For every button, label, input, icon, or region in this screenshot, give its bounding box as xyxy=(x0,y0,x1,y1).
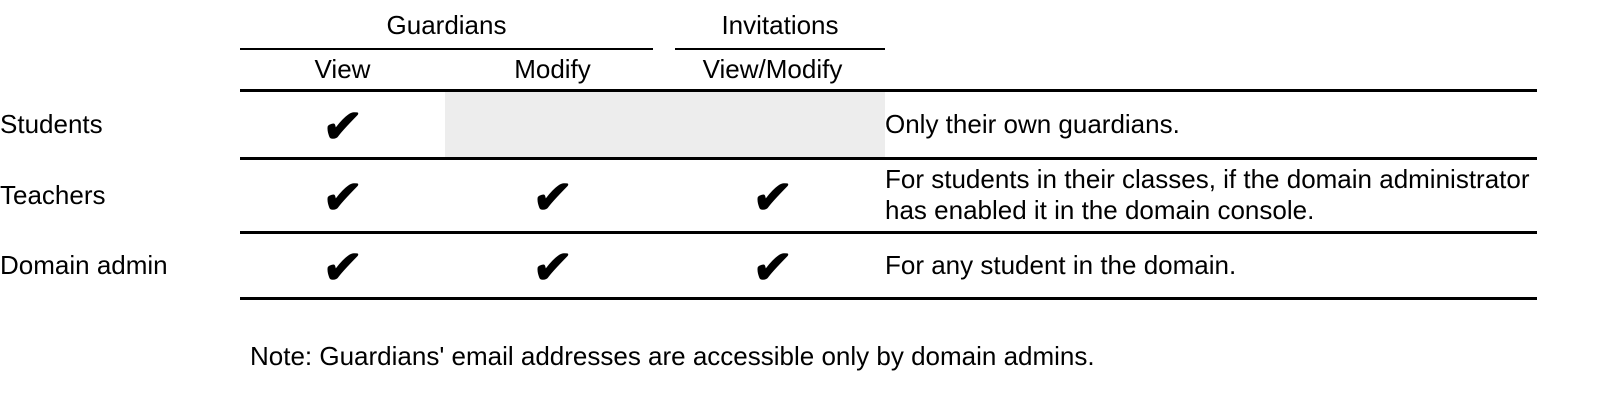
check-icon: ✔ xyxy=(530,241,575,293)
column-header-view: View xyxy=(240,50,445,92)
column-group-invitations: Invitations xyxy=(660,2,885,50)
row-note-teachers: For students in their classes, if the do… xyxy=(885,158,1537,234)
row-label-domain-admin: Domain admin xyxy=(0,249,168,280)
label-column-spacer xyxy=(0,50,240,90)
table-row-students: Students ✔ Only their own guardians. xyxy=(0,90,1537,160)
students-modify-cell-no-permission xyxy=(445,90,660,160)
students-view-modify-cell-no-permission xyxy=(660,90,885,160)
column-header-row: View Modify View/Modify xyxy=(0,50,1537,92)
check-icon: ✔ xyxy=(750,241,795,293)
domain-admin-modify-cell: ✔ xyxy=(445,232,660,300)
check-icon: ✔ xyxy=(320,171,365,223)
teachers-view-modify-cell: ✔ xyxy=(660,158,885,234)
column-group-row: Guardians Invitations xyxy=(0,2,1537,50)
column-group-guardians: Guardians xyxy=(240,2,660,50)
teachers-modify-cell: ✔ xyxy=(445,158,660,234)
column-header-view-modify: View/Modify xyxy=(660,50,885,92)
check-icon: ✔ xyxy=(320,100,365,152)
students-view-cell: ✔ xyxy=(240,90,445,160)
check-icon: ✔ xyxy=(530,171,575,223)
column-group-guardians-label: Guardians xyxy=(386,9,507,40)
row-note-domain-admin: For any student in the domain. xyxy=(885,232,1537,300)
check-icon: ✔ xyxy=(320,241,365,293)
guardians-group-underline: Guardians xyxy=(240,2,653,50)
row-label-students: Students xyxy=(0,108,103,139)
domain-admin-view-cell: ✔ xyxy=(240,232,445,300)
domain-admin-view-modify-cell: ✔ xyxy=(660,232,885,300)
footnote: Note: Guardians' email addresses are acc… xyxy=(250,341,1095,371)
notes-column-spacer xyxy=(885,2,1537,50)
notes-column-header-spacer xyxy=(885,50,1537,92)
table-row-domain-admin: Domain admin ✔ ✔ ✔ For any student in th… xyxy=(0,232,1537,300)
table-row-teachers: Teachers ✔ ✔ ✔ For students in their cla… xyxy=(0,158,1537,234)
invitations-group-underline: Invitations xyxy=(675,2,885,50)
check-icon: ✔ xyxy=(750,171,795,223)
corner-spacer xyxy=(0,2,240,50)
row-label-teachers: Teachers xyxy=(0,179,106,210)
column-header-modify: Modify xyxy=(445,50,660,92)
row-note-students: Only their own guardians. xyxy=(885,90,1537,160)
teachers-view-cell: ✔ xyxy=(240,158,445,234)
column-group-invitations-label: Invitations xyxy=(721,9,839,40)
permissions-table: Guardians Invitations View Modify View/M… xyxy=(0,2,1537,300)
